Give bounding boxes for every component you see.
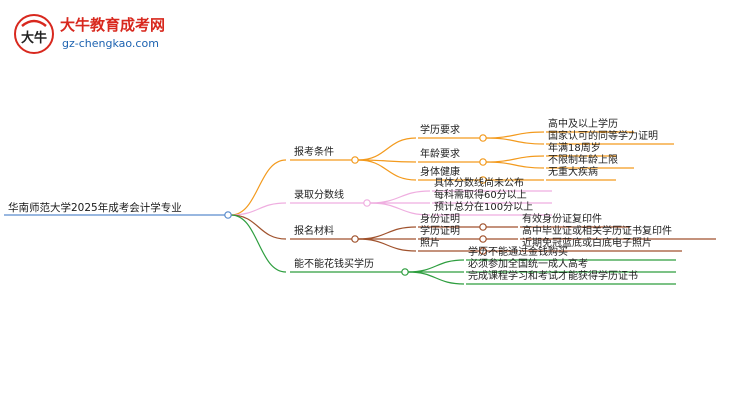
child-node-2-1: 具体分数线尚未公布 xyxy=(434,178,524,189)
child-dot-3-3 xyxy=(479,247,487,255)
child-node-2-2: 每科需取得60分以上 xyxy=(434,190,527,201)
child-dot-1-3 xyxy=(479,176,487,184)
branch-dot-3 xyxy=(351,235,359,243)
edge-branch-1-child-1 xyxy=(357,137,417,161)
edge-root-branch-3 xyxy=(230,214,287,240)
child-node-4-1: 学历不能通过金钱购买 xyxy=(468,247,568,258)
edge-branch-4-child-1 xyxy=(407,259,465,273)
edge-root-branch-1 xyxy=(230,159,287,216)
branch-dot-1 xyxy=(351,156,359,164)
edge-branch-3-child-1 xyxy=(357,226,417,240)
branch-dot-4 xyxy=(401,268,409,276)
branch-node-4: 能不能花钱买学历 xyxy=(294,259,374,270)
leaf-node-1-2-1: 年满18周岁 xyxy=(548,143,601,154)
leaf-node-3-2-1: 高中毕业证或相关学历证书复印件 xyxy=(522,226,672,237)
logo-mark-icon: 大牛 xyxy=(14,14,54,54)
child-node-3-1: 身份证明 xyxy=(420,214,460,225)
edge-root-branch-2 xyxy=(230,202,287,216)
branch-node-1: 报考条件 xyxy=(294,147,334,158)
edge-child-1-2-leaf-1 xyxy=(485,155,545,163)
child-node-4-3: 完成课程学习和考试才能获得学历证书 xyxy=(468,271,638,282)
edge-branch-2-child-3 xyxy=(369,202,431,216)
leaf-node-3-3-1: 近期免冠蓝底或白底电子照片 xyxy=(522,238,652,249)
child-node-2-3: 预计总分在100分以上 xyxy=(434,202,534,213)
edge-child-1-2-leaf-2 xyxy=(485,161,545,169)
child-dot-3-2 xyxy=(479,235,487,243)
edge-branch-2-child-1 xyxy=(369,190,431,204)
child-node-1-2: 年龄要求 xyxy=(420,149,460,160)
branch-dot-2 xyxy=(363,199,371,207)
edge-branch-1-child-3 xyxy=(357,159,417,181)
child-node-1-3: 身体健康 xyxy=(420,167,460,178)
leaf-node-1-1-2: 国家认可的同等学力证明 xyxy=(548,131,658,142)
edge-child-1-1-leaf-1 xyxy=(485,131,545,139)
child-node-4-2: 必须参加全国统一成人高考 xyxy=(468,259,588,270)
branch-node-3: 报名材料 xyxy=(294,226,334,237)
branch-node-2: 录取分数线 xyxy=(294,190,344,201)
edge-child-1-1-leaf-2 xyxy=(485,137,545,145)
child-dot-1-1 xyxy=(479,134,487,142)
root-node: 华南师范大学2025年成考会计学专业 xyxy=(8,202,182,214)
edge-branch-3-child-3 xyxy=(357,238,417,252)
site-logo[interactable]: 大牛 大牛教育成考网 gz-chengkao.com xyxy=(10,10,180,60)
root-dot xyxy=(224,211,232,219)
site-name: 大牛教育成考网 xyxy=(60,16,166,34)
child-node-1-1: 学历要求 xyxy=(420,125,460,136)
site-url: gz-chengkao.com xyxy=(62,37,159,50)
child-node-3-2: 学历证明 xyxy=(420,226,460,237)
child-node-3-3: 照片 xyxy=(420,238,440,249)
edge-branch-4-child-3 xyxy=(407,271,465,285)
logo-mark-text: 大牛 xyxy=(21,30,47,46)
leaf-node-1-3-1: 无重大疾病 xyxy=(548,167,598,178)
child-dot-1-2 xyxy=(479,158,487,166)
leaf-node-1-1-1: 高中及以上学历 xyxy=(548,119,618,130)
edge-root-branch-4 xyxy=(230,214,287,273)
leaf-node-3-1-1: 有效身份证复印件 xyxy=(522,214,602,225)
leaf-node-1-2-2: 不限制年龄上限 xyxy=(548,155,618,166)
child-dot-3-1 xyxy=(479,223,487,231)
